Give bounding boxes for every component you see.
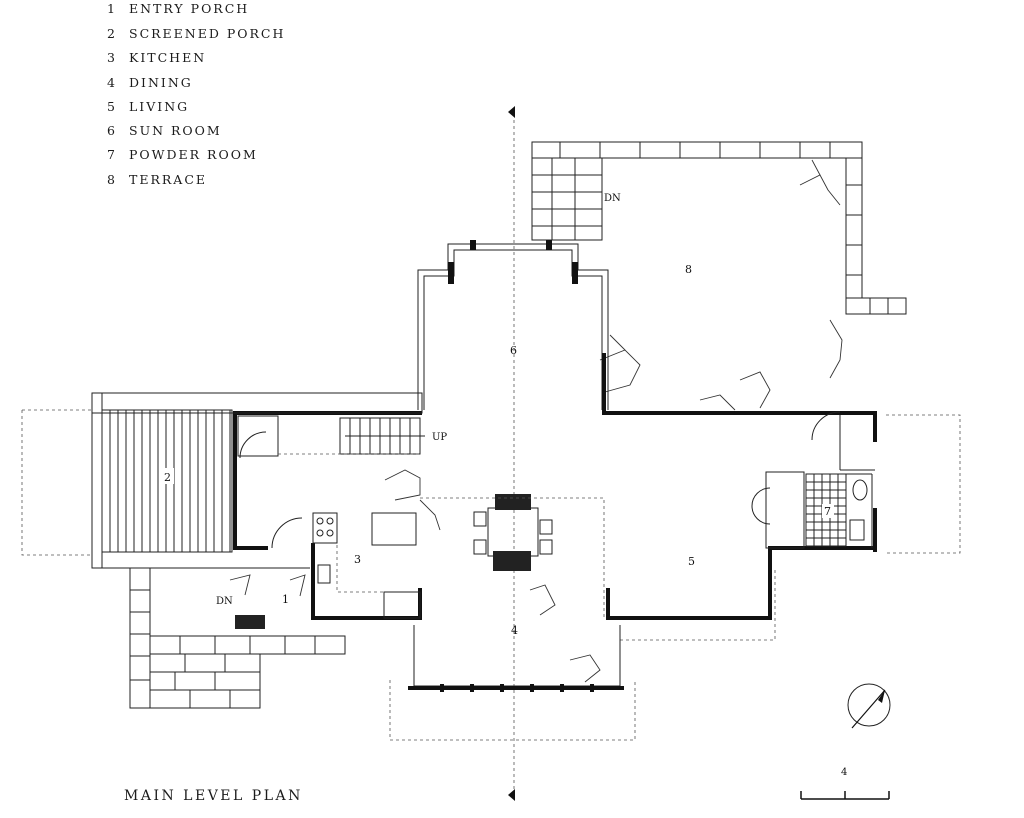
terrace-stair-down-label: DN [604,193,621,204]
fireplace-stones [384,469,601,683]
dining-table [473,494,553,571]
legend-item-3: 3 [107,50,117,65]
sun-room-number: 6 [510,344,517,357]
screened-porch-label-backdrop [160,468,174,484]
entry-porch-room-number: 1 [282,593,289,606]
dining-bay-walls [408,625,624,692]
scale-bar-label: 4 [841,767,847,778]
legend-item-6: 6 [107,123,117,138]
legend-item-7-name: POWDER ROOM [129,147,258,162]
dining-rug-outline [420,497,605,618]
plan-title: MAIN LEVEL PLAN [124,788,303,804]
screened-porch-room-number: 2 [164,471,171,484]
powder-room-number: 7 [824,505,831,518]
roof-overhang-outline [21,409,961,741]
living-room-fixtures [751,411,875,549]
terrace-stone-wall [531,141,907,315]
interior-stair [339,417,425,455]
dining-room-number: 4 [511,624,518,637]
north-arrow-icon [847,683,891,729]
legend-item-5-name: LIVING [129,99,189,114]
legend-item-8: 8 [107,172,117,187]
coat-closet [237,415,279,459]
powder-room-label-backdrop [822,504,834,518]
legend-item-4-name: DINING [129,75,193,90]
room-legend: 1 ENTRY PORCH 2 SCREENED PORCH 3 KITCHEN… [107,1,285,187]
stair-up-label: UP [432,432,447,443]
legend-item-1: 1 [107,1,117,16]
main-house-walls [233,411,877,620]
sink-icon [852,479,868,501]
legend-item-6-name: SUN ROOM [129,123,222,138]
section-arrow-top-icon [508,106,515,118]
powder-room [805,473,873,548]
legend-item-8-name: TERRACE [129,172,207,187]
legend-item-4: 4 [107,75,117,90]
kitchen-room-number: 3 [354,553,361,566]
legend-item-1-name: ENTRY PORCH [129,1,249,16]
terrace-room-number: 8 [685,263,692,276]
legend-item-3-name: KITCHEN [129,50,206,65]
legend-item-7: 7 [107,147,117,162]
entry-stair-down-label: DN [216,596,233,607]
sun-room-walls [417,240,609,414]
section-arrow-bottom-icon [508,789,515,801]
screened-porch [91,392,423,569]
scale-bar [800,791,890,800]
kitchen-fixtures [271,512,421,619]
terrace-flagstone-pattern [599,159,843,411]
living-room-number: 5 [688,555,695,568]
entry-porch-stone-steps [129,567,346,709]
toilet-icon [849,519,865,541]
legend-item-2-name: SCREENED PORCH [129,26,285,41]
section-cut-line [508,106,515,801]
legend-item-5: 5 [107,99,117,114]
legend-item-2: 2 [107,26,117,41]
